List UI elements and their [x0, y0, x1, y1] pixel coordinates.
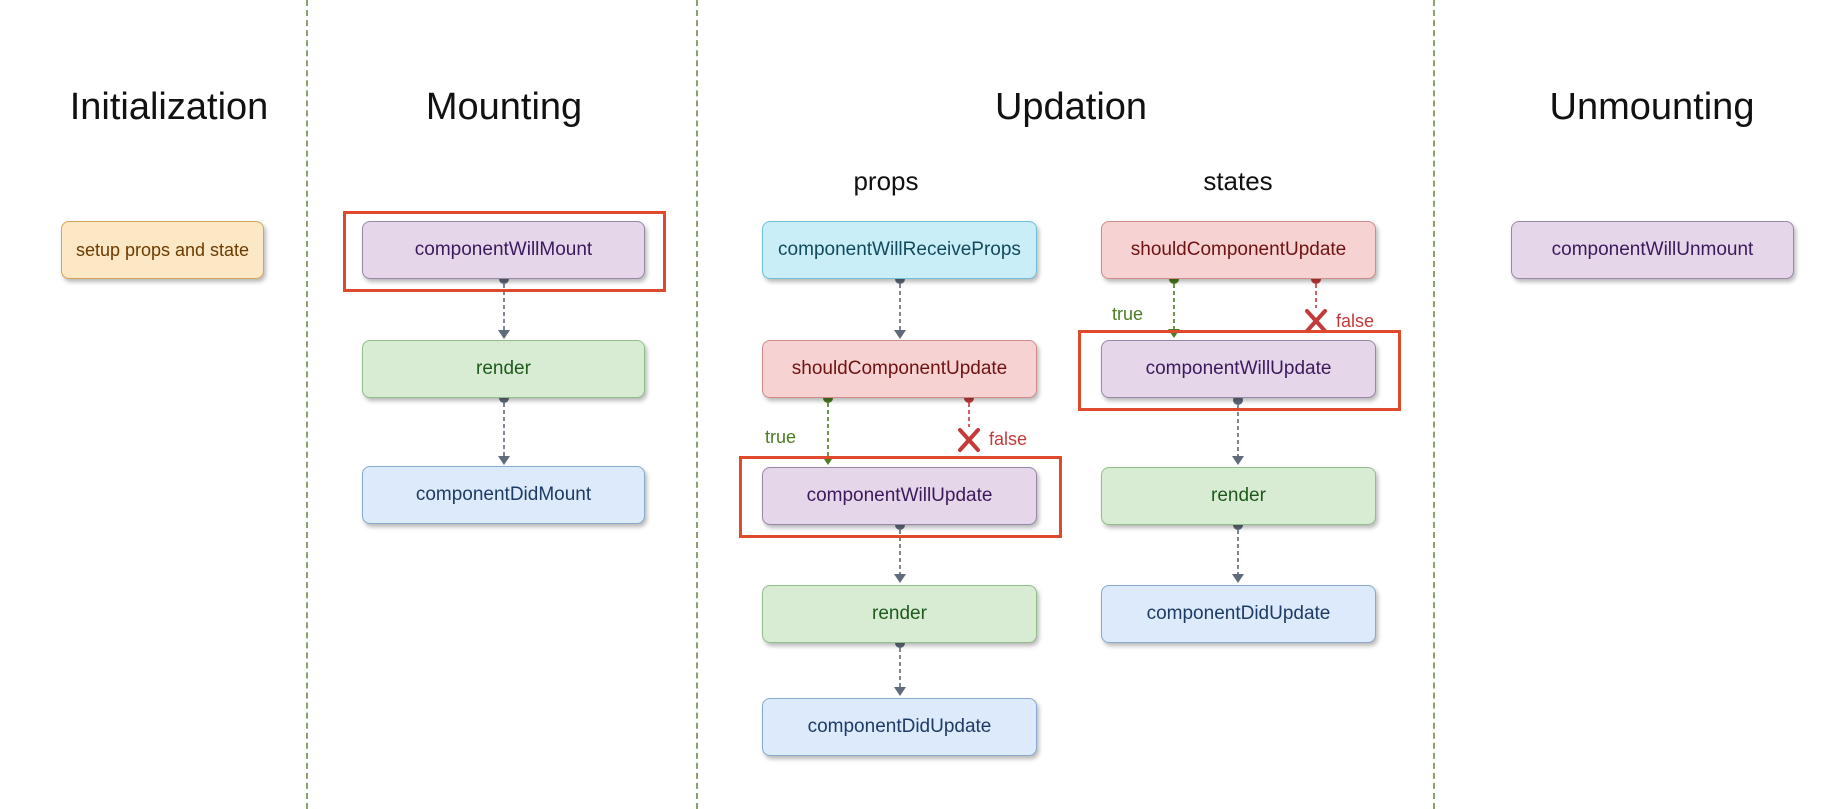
edge-mount-render-didmount [498, 393, 510, 465]
edge-states-render-didupdate [1232, 520, 1244, 583]
edge-label-states-true: true [1112, 304, 1144, 324]
divider-updation-unmounting [1433, 0, 1435, 809]
edge-props-should-false [958, 393, 980, 452]
phase-title-mounting: Mounting [425, 86, 583, 128]
node-props-component-will-receive-props: componentWillReceiveProps [762, 221, 1037, 279]
subtitle-props: props [853, 166, 919, 196]
node-setup-props-and-state: setup props and state [61, 221, 264, 279]
phase-title-initialization: Initialization [69, 86, 269, 128]
divider-mounting-updation [696, 0, 698, 809]
node-states-component-will-update: componentWillUpdate [1101, 340, 1376, 398]
node-props-render: render [762, 585, 1037, 643]
edge-label-states-false: false [1336, 311, 1375, 331]
edge-props-should-willupdate-true [822, 393, 834, 465]
edge-label-props-true: true [765, 427, 797, 447]
node-component-will-unmount: componentWillUnmount [1511, 221, 1794, 279]
node-props-component-will-update: componentWillUpdate [762, 467, 1037, 525]
highlight-mount-will-mount [343, 211, 666, 292]
node-mount-component-did-mount: componentDidMount [362, 466, 645, 524]
node-states-render: render [1101, 467, 1376, 525]
edge-states-should-false [1305, 274, 1327, 333]
edge-label-props-false: false [989, 429, 1028, 449]
divider-initialization-mounting [306, 0, 308, 809]
node-states-component-did-update: componentDidUpdate [1101, 585, 1376, 643]
highlight-states-will-update [1078, 330, 1401, 411]
highlight-props-will-update [739, 456, 1062, 538]
node-mount-component-will-mount: componentWillMount [362, 221, 645, 279]
edge-props-render-didupdate [894, 638, 906, 696]
edge-props-receive-should [894, 274, 906, 339]
phase-title-unmounting: Unmounting [1549, 86, 1755, 128]
node-props-should-component-update: shouldComponentUpdate [762, 340, 1037, 398]
edge-states-should-willupdate-true [1168, 274, 1180, 338]
node-mount-render: render [362, 340, 645, 398]
node-states-should-component-update: shouldComponentUpdate [1101, 221, 1376, 279]
node-props-component-did-update: componentDidUpdate [762, 698, 1037, 756]
phase-title-updation: Updation [994, 86, 1148, 128]
subtitle-states: states [1203, 166, 1273, 196]
